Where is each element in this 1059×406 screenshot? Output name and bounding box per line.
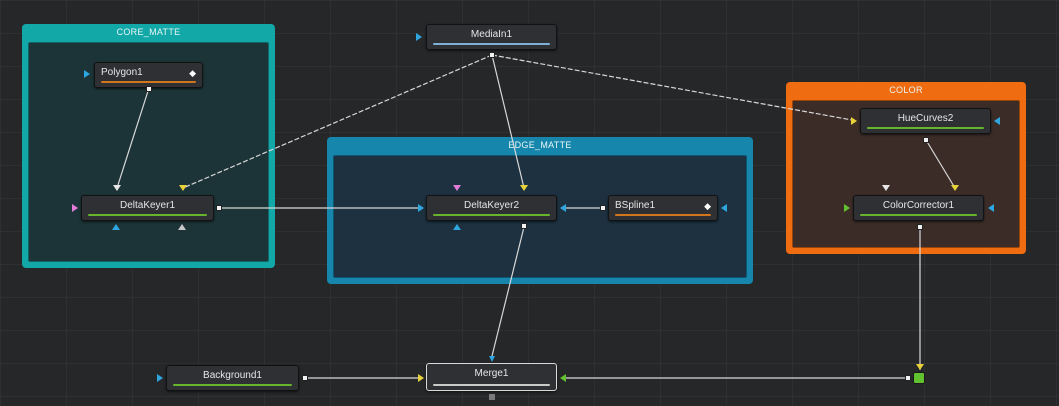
output-square-icon[interactable] [302,375,308,381]
output-square-icon[interactable] [489,394,495,400]
node-label-deltakeyer1: DeltaKeyer1 [119,200,176,211]
input-triangle-icon[interactable] [453,224,461,230]
node-label-colorcorrector1: ColorCorrector1 [882,200,955,211]
output-square-icon[interactable] [146,86,152,92]
input-triangle-icon[interactable] [179,185,187,191]
output-square-icon[interactable] [917,224,923,230]
node-background1[interactable]: Background1 [166,365,299,391]
node-bar-polygon1 [101,81,196,83]
diamond-icon: ◆ [189,68,196,78]
node-bar-deltakeyer1 [88,214,207,216]
node-bar-mediain1 [433,43,550,45]
input-triangle-icon[interactable] [721,204,727,212]
input-triangle-icon[interactable] [882,185,890,191]
input-triangle-icon[interactable] [851,117,857,125]
node-label-bspline1: BSpline1 [615,200,656,211]
group-title-color: COLOR [889,85,923,95]
node-label-polygon1: Polygon1 [101,67,143,78]
node-bspline1[interactable]: BSpline1 ◆ [608,195,718,221]
output-square-icon[interactable] [216,205,222,211]
output-square-icon[interactable] [521,223,527,229]
output-square-icon[interactable] [923,137,929,143]
output-square-icon[interactable] [489,52,495,58]
input-arrow-icon [916,364,924,370]
mediaout-node-icon[interactable] [913,372,925,384]
input-triangle-icon[interactable] [113,185,121,191]
input-triangle-icon[interactable] [72,204,78,212]
output-square-icon[interactable] [905,375,911,381]
node-colorcorrector1[interactable]: ColorCorrector1 [853,195,984,221]
output-square-icon[interactable] [600,205,606,211]
group-title-edge-matte: EDGE_MATTE [508,140,572,150]
input-triangle-icon[interactable] [520,185,528,191]
input-triangle-icon[interactable] [178,224,186,230]
input-triangle-icon[interactable] [988,204,994,212]
input-triangle-icon[interactable] [951,185,959,191]
input-arrow-icon [418,374,424,382]
node-label-deltakeyer2: DeltaKeyer2 [463,200,520,211]
node-bar-background1 [173,384,292,386]
input-arrow-icon [489,356,495,362]
diamond-icon: ◆ [704,201,711,211]
node-bar-huecurves2 [867,127,984,129]
node-label-huecurves2: HueCurves2 [897,113,954,124]
input-triangle-icon[interactable] [416,33,422,41]
group-title-core-matte: CORE_MATTE [116,27,181,37]
node-deltakeyer2[interactable]: DeltaKeyer2 [426,195,557,221]
input-triangle-icon[interactable] [157,374,163,382]
node-deltakeyer1[interactable]: DeltaKeyer1 [81,195,214,221]
node-mediain1[interactable]: MediaIn1 [426,24,557,50]
input-triangle-icon[interactable] [84,70,90,78]
node-bar-colorcorrector1 [860,214,977,216]
node-bar-deltakeyer2 [433,214,550,216]
input-arrow-icon [560,374,566,382]
input-triangle-icon[interactable] [844,204,850,212]
node-label-mediain1: MediaIn1 [470,29,513,40]
node-label-merge1: Merge1 [474,368,509,379]
node-bar-merge1 [433,384,550,386]
node-merge1[interactable]: Merge1 [426,363,557,391]
input-triangle-icon[interactable] [994,117,1000,125]
node-label-background1: Background1 [203,370,262,381]
node-huecurves2[interactable]: HueCurves2 [860,108,991,134]
node-bar-bspline1 [615,214,711,216]
node-polygon1[interactable]: Polygon1 ◆ [94,62,203,88]
input-triangle-icon[interactable] [453,185,461,191]
input-triangle-icon[interactable] [112,224,120,230]
group-core-matte[interactable]: CORE_MATTE [22,24,275,268]
